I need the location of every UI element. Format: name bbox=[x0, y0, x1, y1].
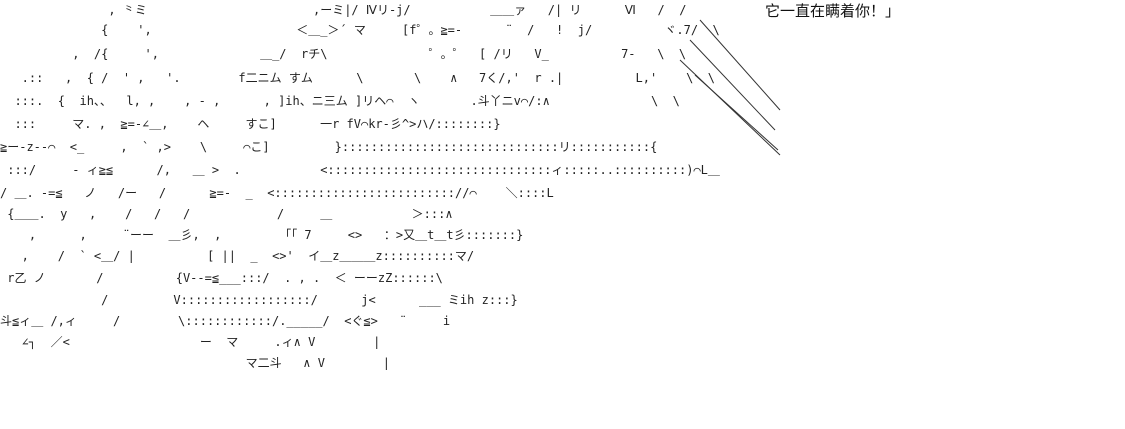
art-line: ≧ー-z--⌒ <_ , ` ,> \ ⌒こ] }:::::::::::::::… bbox=[0, 140, 658, 154]
art-line: :::. { ih、、 l, , , - , , ]ih、ニ三ム ]リヘ⌒ ヽ … bbox=[0, 94, 680, 108]
art-line: , , ¨ーー ＿彡, , 「「 7 <> ：>又＿t＿t彡:::::::} bbox=[0, 228, 524, 242]
art-line: .:: , { / ' , '. f二ニム すム \ \ ∧ 7く/,' r .… bbox=[0, 71, 715, 85]
dialog-text: 它一直在瞒着你！」 bbox=[765, 2, 901, 20]
art-line: / V::::::::::::::::::/ j< ___ ミih z:::} bbox=[0, 293, 518, 307]
art-line: :::/ - ィ≧≦ /, ＿ > . <:::::::::::::::::::… bbox=[0, 163, 720, 177]
art-line: { ', ＜＿_＞´ マ [f゜。≧=- ¨ / ! j/ ヾ.7/ \ bbox=[0, 23, 720, 37]
art-line: マ二斗 ∧ V | bbox=[0, 356, 391, 370]
art-line: ::: マ. , ≧=-∠＿, ヘ すこ] 一r fV⌒kr-彡^>ハ/::::… bbox=[0, 117, 501, 131]
art-line: , /{ ', ＿_/ rチ\ ゜。゜ [ /リ V_ 7- \ \ bbox=[0, 47, 687, 61]
art-line: / ＿. -=≦ ノ /ー / ≧=- _ <:::::::::::::::::… bbox=[0, 186, 554, 200]
art-line: {＿＿. y , / / / / ＿ ＞:::∧ bbox=[0, 207, 453, 221]
art-line: 斗≦ィ＿ /,ィ / \::::::::::::/._____/ <ぐ≦> ¨ … bbox=[0, 314, 451, 328]
art-line: r乙 ノ / {V--=≦___:::/ . , . ＜ ーーzZ::::::\ bbox=[0, 271, 443, 285]
art-line: , / ` <＿/ | [ || _ <>' イ＿z＿＿＿z::::::::::… bbox=[0, 249, 475, 263]
art-line: , ⺀ミ ,ーミ|/ Ⅳリ-j/ ＿＿ァ /| リ Ⅵ / / bbox=[0, 3, 687, 17]
art-line: ∠┐ ／< ー マ .ィ∧ V | bbox=[0, 335, 381, 349]
